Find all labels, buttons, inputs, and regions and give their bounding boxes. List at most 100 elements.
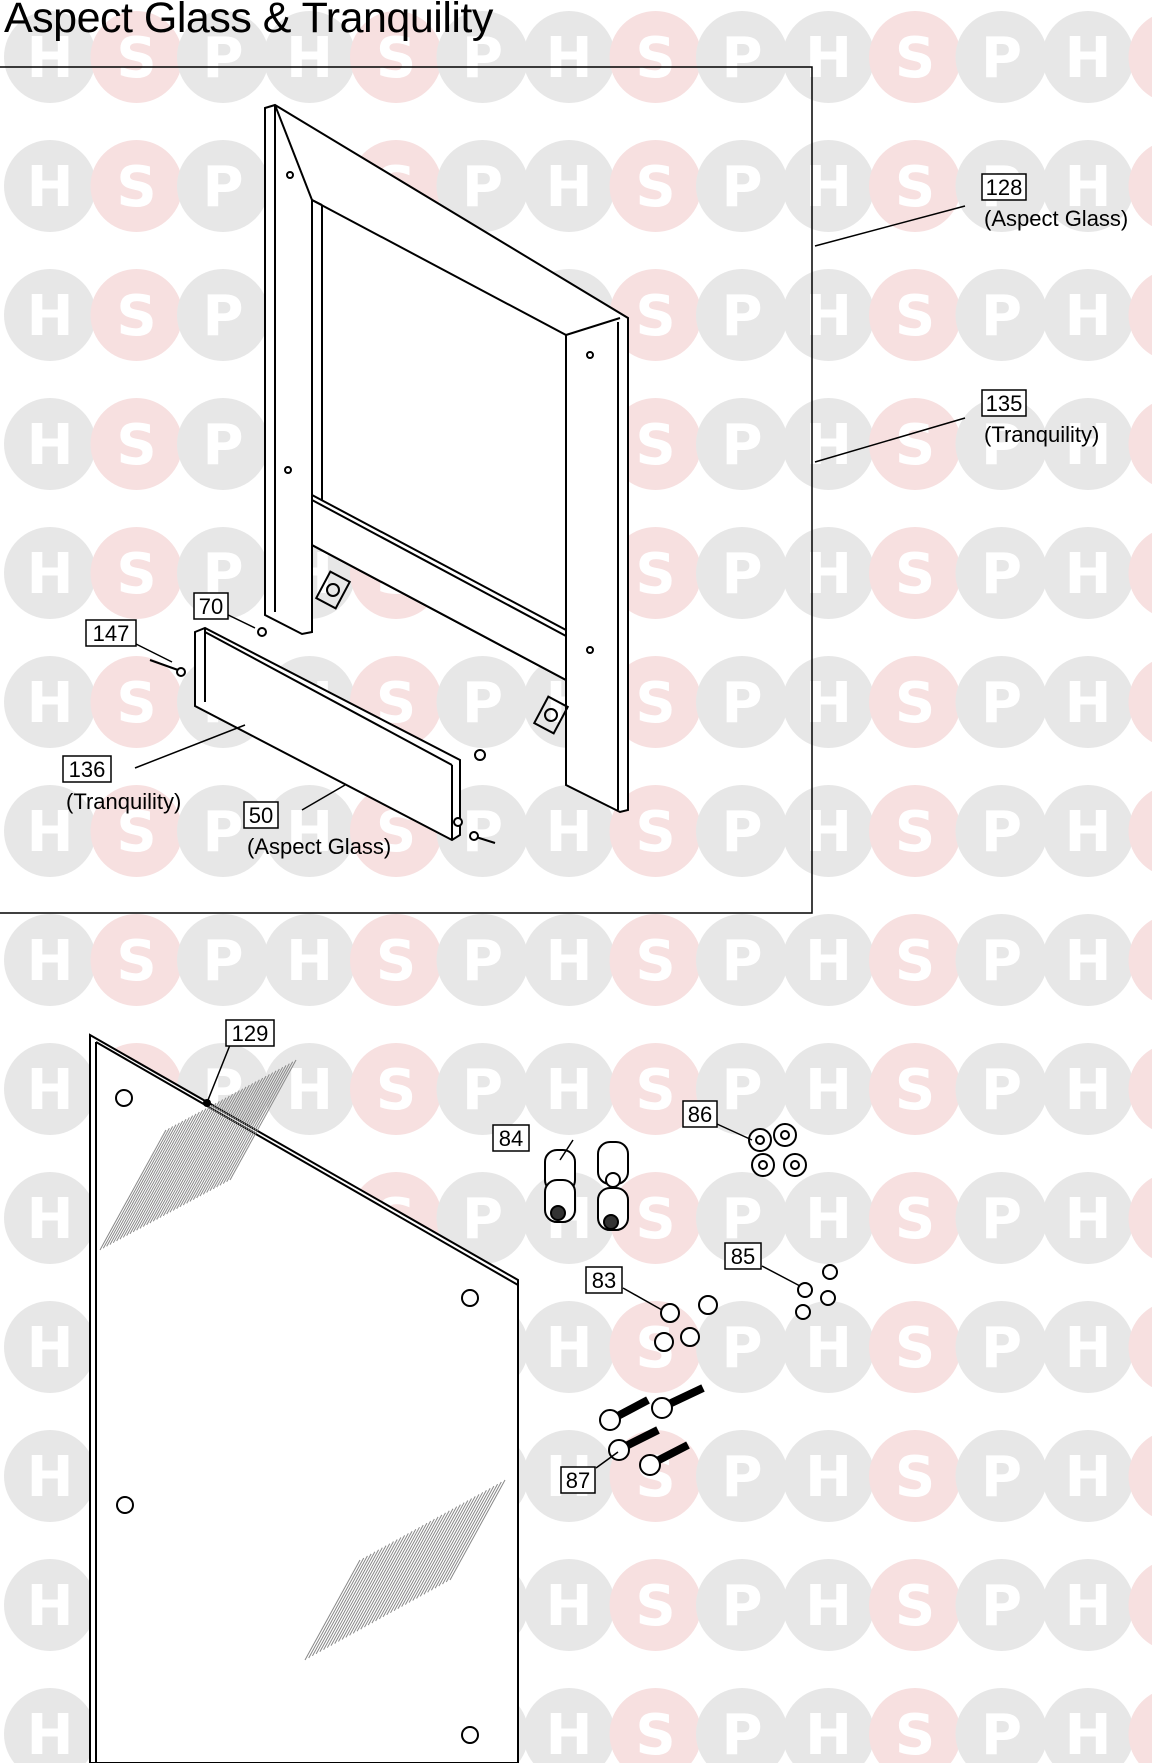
watermark-circle [90, 785, 183, 877]
page-title: Aspect Glass & Tranquility [4, 0, 493, 42]
watermark-letter: S [635, 929, 675, 994]
hatch-line [308, 1557, 365, 1659]
watermark-letter: P [981, 1574, 1022, 1639]
watermark-circle [869, 1043, 961, 1135]
washers-86 [748, 1123, 807, 1177]
watermark-letter: P [462, 26, 503, 91]
watermark-circle [1128, 1693, 1152, 1763]
watermark-circle [869, 527, 961, 619]
watermark-circle [696, 656, 788, 748]
watermark-circle [1128, 919, 1152, 1001]
watermark-letter: H [805, 26, 852, 91]
glass-reflection-hatch [99, 1059, 506, 1661]
watermark-circle [609, 656, 702, 748]
hatch-line [159, 1097, 227, 1218]
watermark-circle [1042, 11, 1134, 103]
watermark-letter: H [27, 1187, 74, 1252]
watermark-letter: P [462, 929, 503, 994]
watermark-circle [609, 1172, 702, 1264]
watermark-circle [90, 398, 183, 490]
watermark-letter: H [286, 1058, 333, 1123]
watermark-letter: P [462, 671, 503, 736]
callout-50-number: 50 [249, 803, 273, 828]
watermark-letter: P [981, 671, 1022, 736]
callout-86-number: 86 [688, 1102, 712, 1127]
watermark-circle [1128, 790, 1152, 872]
callout-86: 86 [682, 1100, 718, 1128]
watermark-letter: P [462, 800, 503, 865]
watermark-letter: P [721, 929, 762, 994]
watermark-circle [90, 11, 183, 103]
hatch-line [397, 1508, 454, 1609]
hatch-line [423, 1494, 480, 1595]
hatch-line [109, 1124, 177, 1245]
watermark-letter: H [546, 26, 593, 91]
watermark-letter: H [27, 1316, 74, 1381]
hatch-line [112, 1122, 180, 1244]
hatch-line [172, 1090, 240, 1211]
watermark-letter: H [805, 800, 852, 865]
hatch-line [375, 1520, 432, 1622]
hatch-line [408, 1502, 465, 1603]
watermark-letter: P [721, 155, 762, 220]
watermark-circle [782, 785, 875, 877]
watermark-letter: P [981, 413, 1022, 478]
hatch-line [367, 1524, 424, 1626]
watermark-circle [1128, 532, 1152, 614]
surround-frame [264, 103, 629, 814]
hatch-line [206, 1072, 274, 1193]
watermark-circle [90, 527, 183, 619]
watermark-circle [696, 140, 788, 232]
watermark-circle [869, 398, 961, 490]
watermark-circle [523, 1559, 615, 1651]
watermark-circle [1042, 398, 1134, 490]
watermark-letter: S [635, 1574, 675, 1639]
hatch-line [334, 1543, 391, 1644]
hatch-line [419, 1496, 476, 1597]
callout-50: 50 (Aspect Glass) [243, 801, 391, 859]
watermark-letter: H [1065, 284, 1112, 349]
watermark-letter: S [895, 413, 935, 478]
watermark-circle [263, 1043, 356, 1135]
watermark-circle [782, 11, 875, 103]
watermark-circle [869, 914, 961, 1006]
hatch-line [199, 1075, 267, 1197]
watermark-letter: P [202, 155, 243, 220]
watermark-circle [782, 1301, 875, 1393]
watermark-letter: S [635, 413, 675, 478]
hatch-line [352, 1533, 409, 1634]
hatch-line [162, 1095, 230, 1217]
watermark-letter: P [981, 1316, 1022, 1381]
watermark-circle [1128, 274, 1152, 356]
watermark-circle [1042, 1301, 1134, 1393]
hatch-line [202, 1074, 270, 1195]
watermark-letter: P [721, 1445, 762, 1510]
watermark-letter: S [635, 1703, 675, 1763]
spacers-84 [544, 1141, 629, 1231]
watermark-circle [955, 1172, 1048, 1264]
watermark-letter: S [376, 1058, 416, 1123]
hatch-line [386, 1514, 443, 1616]
watermark-circle [263, 785, 356, 877]
watermark-letter: H [1065, 1574, 1112, 1639]
watermark-circle [696, 11, 788, 103]
hatch-line [106, 1126, 174, 1247]
watermark-letter: P [981, 1445, 1022, 1510]
watermark-circle [609, 914, 702, 1006]
hatch-line [149, 1102, 217, 1224]
watermark-circle [177, 11, 269, 103]
hatch-line [390, 1512, 446, 1614]
hatch-line [229, 1059, 297, 1181]
watermark-circle [1128, 1177, 1152, 1259]
watermark-circle [1128, 1564, 1152, 1646]
watermark-circle [90, 269, 183, 361]
watermark-letter: H [1065, 800, 1112, 865]
hatch-line [356, 1531, 413, 1632]
hatch-line [146, 1104, 214, 1226]
watermark-letter: S [376, 26, 416, 91]
watermark-circle [955, 1430, 1048, 1522]
callout-70-number: 70 [199, 594, 223, 619]
hatch-line [142, 1106, 210, 1227]
hatch-line [122, 1117, 190, 1238]
